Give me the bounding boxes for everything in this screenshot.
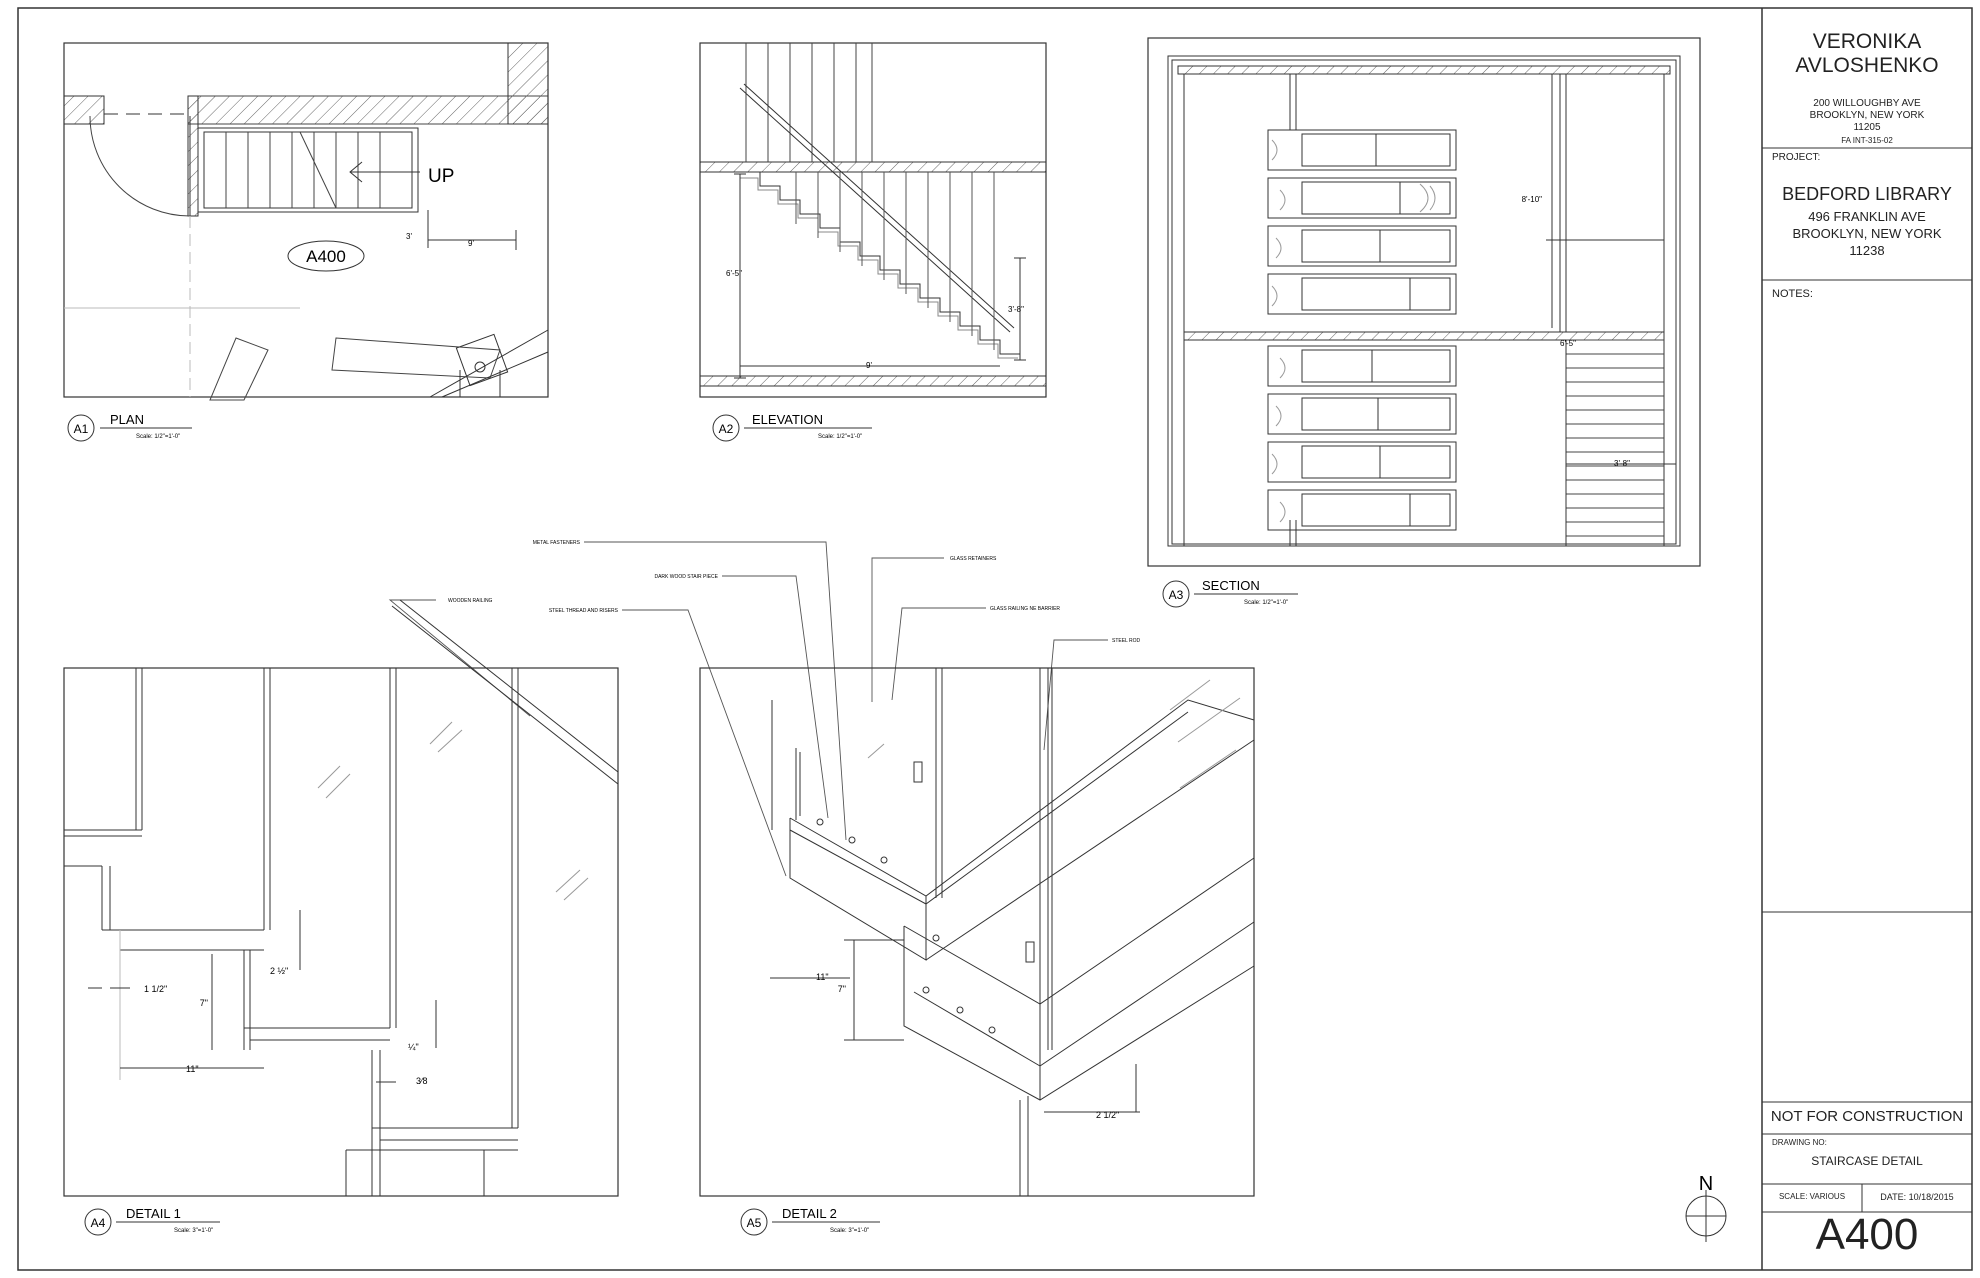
a1-dim-3: 3': [406, 232, 412, 241]
a1-callout: A400: [306, 247, 346, 266]
north-arrow-icon: [1685, 1190, 1727, 1242]
drawing-title: STAIRCASE DETAIL: [1811, 1154, 1923, 1168]
a4-dim-7: 7": [200, 998, 208, 1008]
label-metal-fasteners: METAL FASTENERS: [533, 540, 581, 546]
project-address-line-3: 11238: [1849, 243, 1885, 258]
a5-dim-11: 11": [816, 972, 829, 982]
a1-up-label: UP: [428, 166, 454, 187]
a3-dim-stair: 3'-8": [1614, 459, 1630, 468]
a4-tag: A4: [91, 1216, 106, 1230]
a1-dim-9: 9': [468, 239, 474, 248]
scale-note: SCALE: VARIOUS: [1778, 1192, 1846, 1201]
annotation-leaders: [388, 541, 1108, 877]
designer-last-name: AVLOSHENKO: [1795, 54, 1939, 77]
a3-title: SECTION: [1202, 578, 1260, 593]
designer-first-name: VERONIKA: [1812, 30, 1922, 53]
title-block-lines: [1762, 147, 1972, 1213]
label-steel-thread: STEEL THREAD AND RISERS: [549, 608, 619, 614]
a4-title: DETAIL 1: [126, 1206, 181, 1221]
a5-dim-2-half: 2 1/2": [1096, 1110, 1119, 1120]
a2-tag: A2: [719, 422, 734, 436]
drawing-no-label: DRAWING NO:: [1772, 1138, 1827, 1147]
date-note: DATE: 10/18/2015: [1880, 1192, 1954, 1202]
view-a5-detail-2: [699, 667, 1255, 1236]
a4-dim-three-eighths: 3⁄8: [416, 1076, 428, 1086]
a5-dim-7: 7": [838, 984, 846, 994]
notes-label: NOTES:: [1772, 288, 1813, 300]
a4-dim-11: 11": [186, 1064, 199, 1074]
a5-scale: Scale: 3"=1'-0": [830, 1228, 869, 1234]
a2-dim-riser: 3'-8": [1008, 305, 1024, 314]
view-a2-elevation: [699, 42, 1047, 442]
course-code: FA INT-315-02: [1841, 136, 1893, 145]
a1-scale: Scale: 1/2"=1'-0": [136, 434, 180, 440]
designer-address-line-1: 200 WILLOUGHBY AVE: [1813, 98, 1921, 109]
a4-dim-quarter: ¼": [408, 1042, 419, 1052]
label-glass-retainers: GLASS RETAINERS: [950, 556, 997, 562]
project-address-line-1: 496 FRANKLIN AVE: [1808, 209, 1926, 224]
a5-title: DETAIL 2: [782, 1206, 837, 1221]
project-address-line-2: BROOKLYN, NEW YORK: [1792, 226, 1942, 241]
project-address: 496 FRANKLIN AVE BROOKLYN, NEW YORK 1123…: [1762, 208, 1972, 259]
a1-title: PLAN: [110, 412, 144, 427]
a3-scale: Scale: 1/2"=1'-0": [1244, 600, 1288, 606]
sheet-number: A400: [1815, 1210, 1919, 1259]
a3-dim-mid: 6'-5": [1560, 339, 1576, 348]
title-block: VERONIKA AVLOSHENKO 200 WILLOUGHBY AVE B…: [1762, 8, 1972, 1270]
a5-tag: A5: [747, 1216, 762, 1230]
sheet-border: [17, 7, 1973, 1271]
a2-dim-width: 9': [866, 361, 872, 370]
a4-dim-1-half: 1 1/2": [144, 984, 167, 994]
a3-dim-top: 8'-10": [1522, 195, 1543, 204]
label-glass-railing: GLASS RAILING NE BARRIER: [990, 606, 1060, 612]
designer-name: VERONIKA AVLOSHENKO: [1762, 30, 1972, 78]
a2-title: ELEVATION: [752, 412, 823, 427]
designer-address-line-2: BROOKLYN, NEW YORK: [1809, 110, 1925, 121]
north-label: N: [1699, 1173, 1713, 1195]
designer-address-line-3: 11205: [1853, 122, 1881, 133]
project-name: BEDFORD LIBRARY: [1782, 184, 1952, 204]
view-a4-detail-1: [63, 599, 619, 1236]
a2-scale: Scale: 1/2"=1'-0": [818, 434, 862, 440]
view-a3-section: [1147, 37, 1701, 608]
label-dark-wood-stair: DARK WOOD STAIR PIECE: [654, 574, 718, 580]
label-steel-rod: STEEL ROD: [1112, 638, 1141, 644]
label-wooden-railing: WOODEN RAILING: [448, 598, 493, 604]
designer-address: 200 WILLOUGHBY AVE BROOKLYN, NEW YORK 11…: [1762, 98, 1972, 134]
status-banner: NOT FOR CONSTRUCTION: [1770, 1108, 1964, 1125]
project-label: PROJECT:: [1772, 152, 1821, 163]
a3-tag: A3: [1169, 588, 1184, 602]
a4-scale: Scale: 3"=1'-0": [174, 1228, 213, 1234]
a4-dim-2-half: 2 ½": [270, 966, 288, 976]
a2-dim-height: 6'-5": [726, 269, 742, 278]
a1-tag: A1: [74, 422, 89, 436]
view-a1-plan: [63, 42, 549, 442]
